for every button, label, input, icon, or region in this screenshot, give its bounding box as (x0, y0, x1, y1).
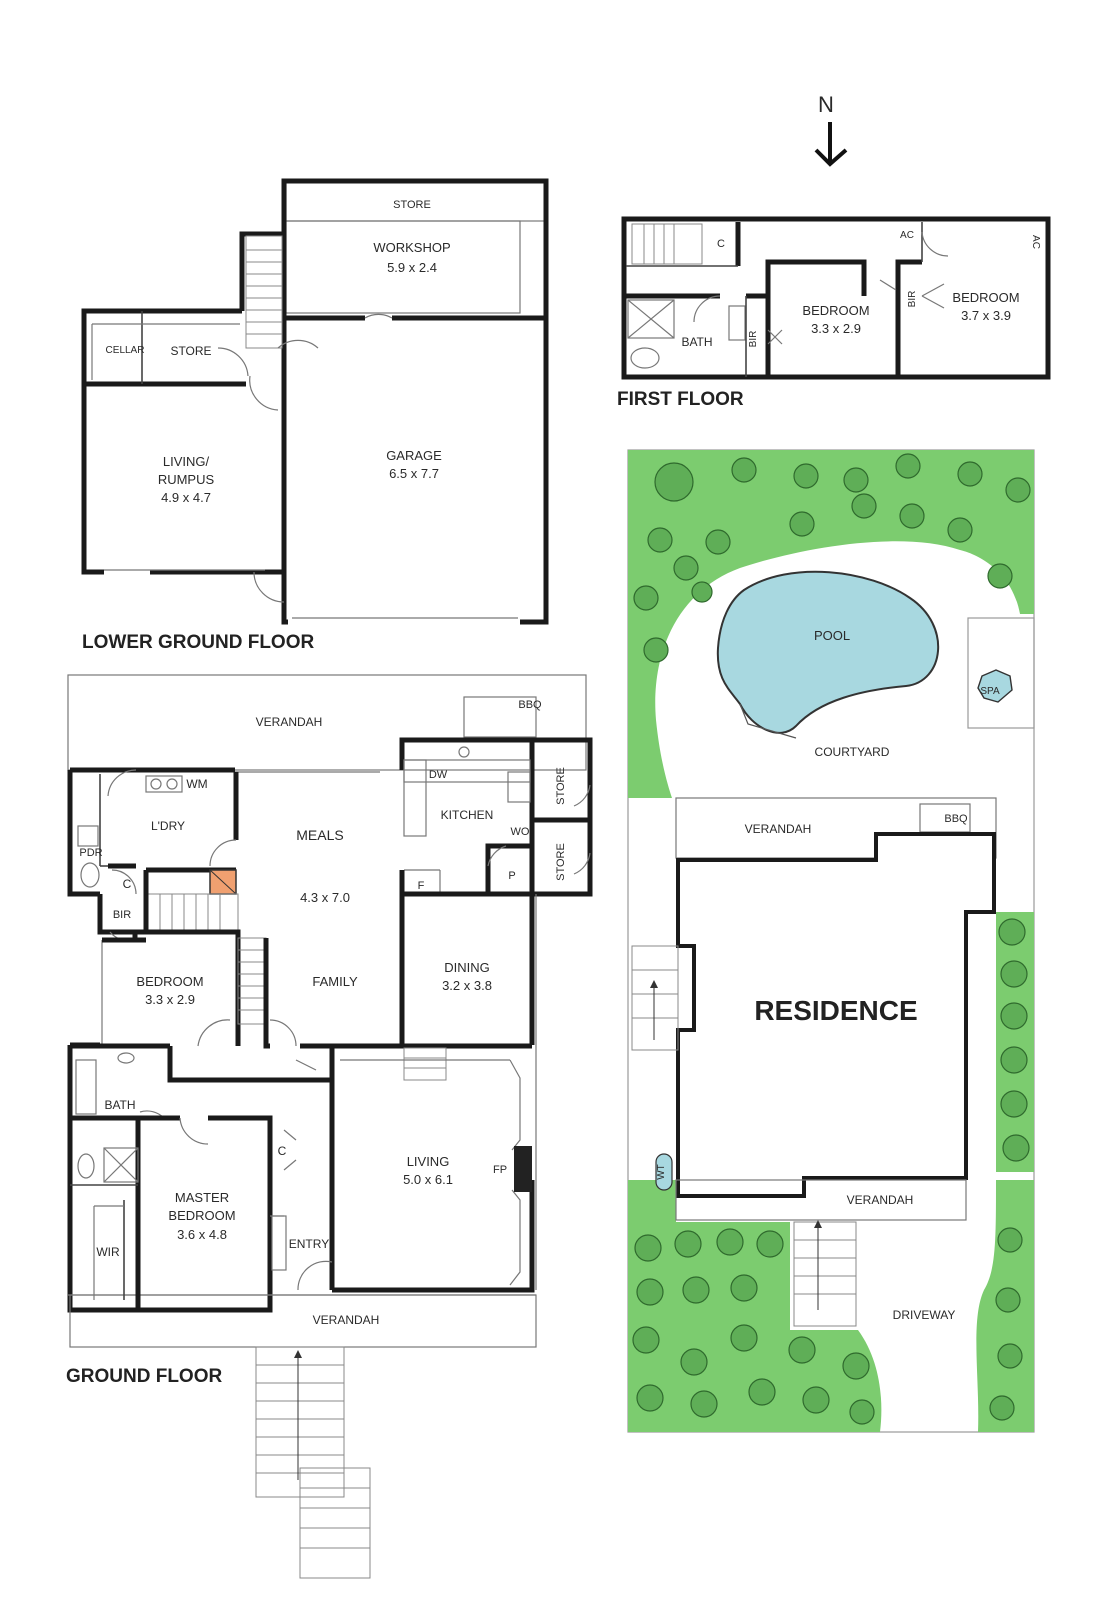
compass-label: N (818, 92, 834, 117)
ground-bedroom-label: BEDROOM (136, 974, 203, 989)
ground-floor-plan: VERANDAH BBQ WM L'DRY PDR C BIR MEALS 4.… (66, 674, 593, 1579)
ground-front-steps (255, 1346, 371, 1579)
trees (632, 453, 1031, 1425)
site-side-stairs (631, 945, 679, 1051)
north-arrow-icon (814, 122, 848, 167)
first-bedroom2-dims: 3.7 x 3.9 (961, 308, 1011, 323)
ground-bedroom-dims: 3.3 x 2.9 (145, 992, 195, 1007)
first-c-label: C (717, 238, 725, 250)
first-bir-label-2: BIR (907, 291, 918, 308)
master-bedroom-label-1: MASTER (175, 1190, 229, 1205)
first-bedroom1-dims: 3.3 x 2.9 (811, 321, 861, 336)
store-label: STORE (393, 199, 431, 211)
first-floor-plan: C AC AC BATH BIR BIR BEDROOM 3.3 x 2.9 B… (617, 216, 1051, 410)
wm-label: WM (186, 777, 207, 791)
first-bedroom1-label: BEDROOM (802, 303, 869, 318)
ground-stairs-3 (403, 1047, 447, 1081)
first-floor-stairs (631, 223, 703, 265)
garage-label: GARAGE (386, 448, 442, 463)
water-tank (655, 1153, 673, 1191)
pool-label: POOL (814, 628, 850, 643)
fp-label: FP (493, 1164, 507, 1176)
store2-label: STORE (555, 843, 567, 881)
site-bbq-label: BBQ (944, 813, 968, 825)
entry-label: ENTRY (289, 1237, 329, 1251)
living-rumpus-label-2: RUMPUS (158, 472, 215, 487)
living-rumpus-dims: 4.9 x 4.7 (161, 490, 211, 505)
living-dims: 5.0 x 6.1 (403, 1172, 453, 1187)
first-ac-label-1: AC (900, 230, 914, 241)
first-bedroom2-label: BEDROOM (952, 290, 1019, 305)
ground-c-label-2: C (278, 1144, 287, 1158)
meals-label: MEALS (296, 827, 343, 843)
spa-label: SPA (980, 686, 1000, 697)
wt-label: WT (656, 1164, 667, 1180)
ldry-label: L'DRY (151, 819, 185, 833)
first-bath-label: BATH (681, 335, 712, 349)
workshop-dims: 5.9 x 2.4 (387, 260, 437, 275)
first-floor-title: FIRST FLOOR (617, 389, 744, 410)
ground-c-label-1: C (123, 877, 132, 891)
meals-dims: 4.3 x 7.0 (300, 890, 350, 905)
site-verandah-bottom-label: VERANDAH (847, 1193, 914, 1207)
wir-label: WIR (96, 1245, 120, 1259)
ground-bath-label: BATH (104, 1098, 135, 1112)
ground-bir-label: BIR (113, 909, 131, 921)
master-bedroom-dims: 3.6 x 4.8 (177, 1227, 227, 1242)
first-ac-label-2: AC (1030, 235, 1041, 249)
master-bedroom-label-2: BEDROOM (168, 1208, 235, 1223)
site-front-stairs (793, 1221, 857, 1327)
ground-bbq-label: BBQ (518, 699, 542, 711)
cellar-label: CELLAR (106, 345, 145, 356)
lower-stairs (245, 235, 283, 349)
lower-store-label: STORE (170, 344, 211, 358)
ground-stairs-1 (145, 893, 239, 931)
compass: N (814, 92, 848, 167)
ground-verandah-top-label: VERANDAH (256, 715, 323, 729)
living-label: LIVING (407, 1154, 450, 1169)
living-rumpus-label-1: LIVING/ (163, 454, 210, 469)
family-label: FAMILY (312, 974, 358, 989)
ground-floor-title: GROUND FLOOR (66, 1366, 222, 1387)
dining-dims: 3.2 x 3.8 (442, 978, 492, 993)
first-bir-label-1: BIR (748, 331, 759, 348)
spa (977, 669, 1013, 703)
store1-label: STORE (555, 767, 567, 805)
driveway-label: DRIVEWAY (893, 1308, 956, 1322)
site-verandah-top-label: VERANDAH (745, 822, 812, 836)
kitchen-label: KITCHEN (441, 808, 494, 822)
wo-label: WO (511, 826, 530, 838)
garage-dims: 6.5 x 7.7 (389, 466, 439, 481)
f-label: F (418, 880, 425, 892)
ground-stairs-2 (237, 937, 267, 1025)
lower-ground-floor-plan: STORE WORKSHOP 5.9 x 2.4 CELLAR STORE LI… (81, 178, 549, 653)
lower-ground-floor-title: LOWER GROUND FLOOR (82, 632, 314, 653)
side-garden (996, 912, 1034, 1172)
ground-verandah-bottom-label: VERANDAH (313, 1313, 380, 1327)
dw-label: DW (429, 769, 448, 781)
residence-outline (676, 832, 996, 1198)
courtyard-label: COURTYARD (815, 745, 890, 759)
pool (716, 570, 940, 734)
dining-label: DINING (444, 960, 490, 975)
site-plan: POOL SPA COURTYARD VERANDAH BBQ RESIDENC… (627, 449, 1035, 1433)
residence-label: RESIDENCE (754, 995, 917, 1026)
p-label: P (508, 870, 515, 882)
workshop-label: WORKSHOP (373, 240, 450, 255)
pdr-label: PDR (79, 847, 102, 859)
